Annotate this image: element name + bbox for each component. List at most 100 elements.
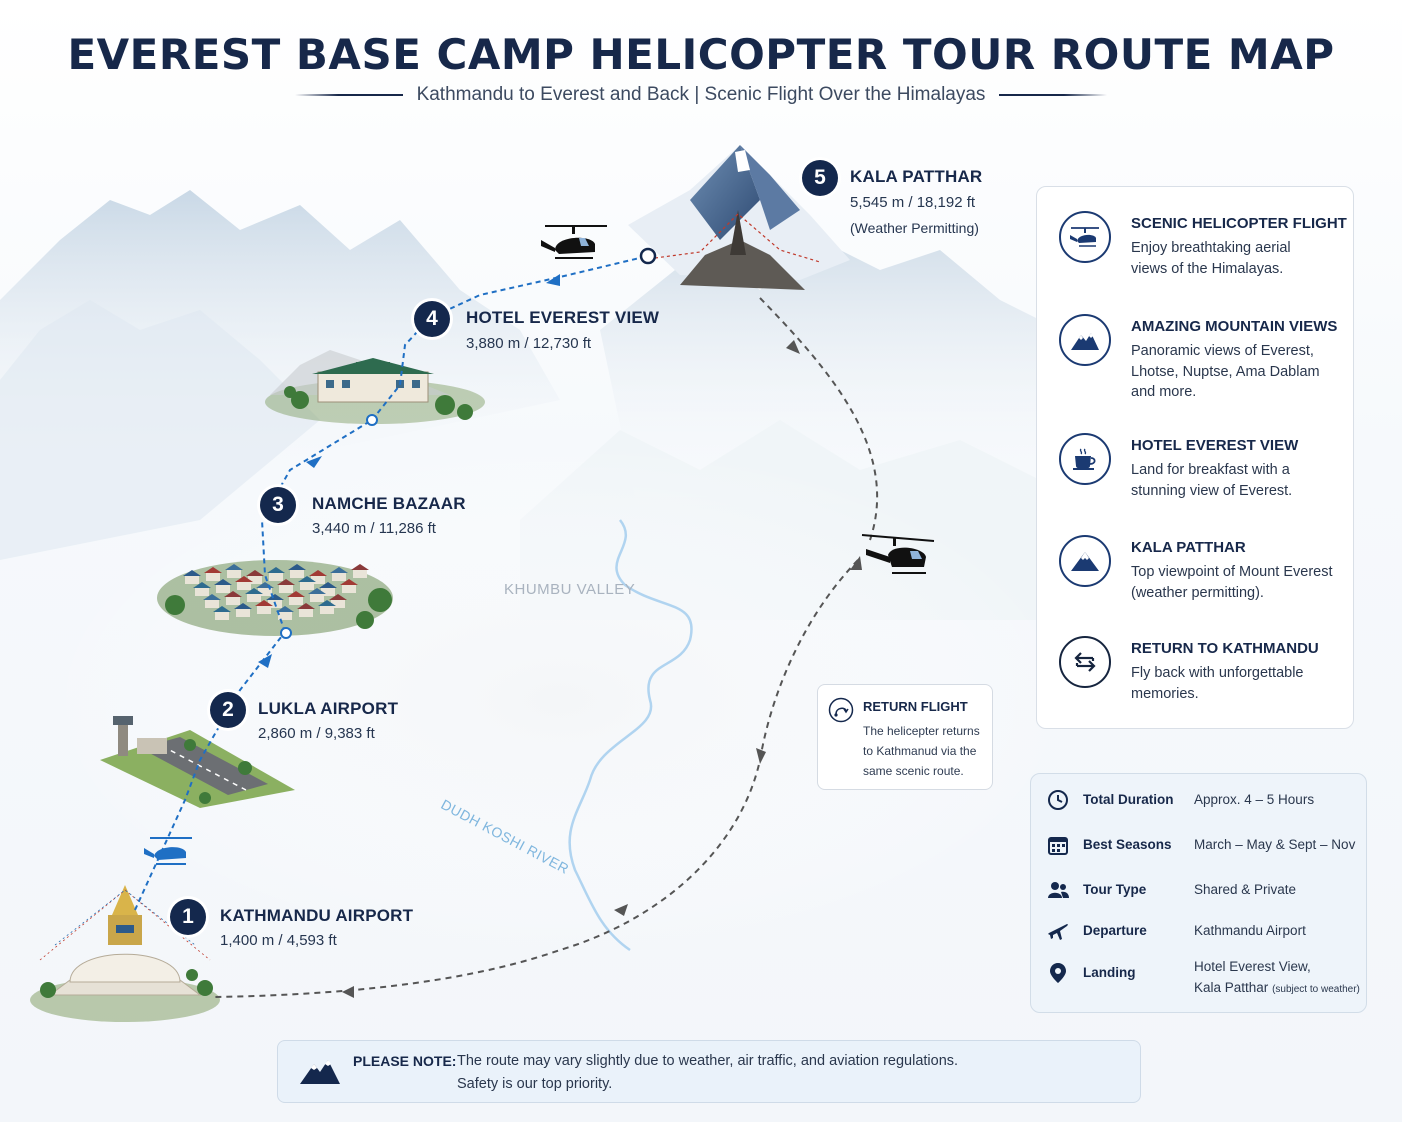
village-house-roof [214,579,232,585]
return-flight-line: to Kathmanud via the [863,744,977,758]
feature-line: Lhotse, Nuptse, Ama Dablam [1131,363,1320,380]
mountain-icon [300,1060,340,1084]
village-house [248,576,262,584]
info-value-landing-site: Kala Patthar [1194,980,1269,995]
village-house [226,597,240,605]
location-pin-icon [1050,963,1066,983]
village-house-roof [255,600,273,606]
village-house-roof [308,588,326,594]
village-house-roof [319,582,337,588]
village-house [342,585,356,593]
everest-peak-illustration [628,145,850,290]
info-value: Hotel Everest View, [1194,959,1311,974]
village-house-roof [277,579,295,585]
info-label: Landing [1083,965,1136,980]
waypoint-hotel [366,414,378,426]
people-icon [1048,882,1069,898]
feature-title: KALA PATTHAR [1131,539,1246,556]
village-house-roof [329,594,347,600]
village-house-roof [183,570,201,576]
mountain-icon [1059,314,1111,366]
page-subtitle: Kathmandu to Everest and Back | Scenic F… [416,84,986,105]
village-house [321,588,335,596]
background-mountains [0,190,1080,960]
return-flight-line: The helicepter returns [863,724,980,738]
village-house [278,612,292,620]
info-value: March – May & Sept – Nov [1194,837,1356,852]
feature-title: SCENIC HELICOPTER FLIGHT [1131,215,1347,232]
clock-icon [1048,790,1068,810]
village-house [269,573,283,581]
feature-line: Land for breakfast with a [1131,462,1290,478]
village-house [236,609,250,617]
please-note-bar: PLEASE NOTE: The route may vary slightly… [277,1040,1141,1103]
return-arrows-icon [1059,636,1111,688]
outbound-arrows [258,274,560,668]
waypoint-namche [280,627,292,639]
stop-4-badge: 4 [414,301,450,337]
feature-title: RETURN TO KATHMANDU [1131,640,1319,657]
feature-title: AMAZING MOUNTAIN VIEWS [1131,318,1338,335]
info-value-small-note: (subject to weather) [1272,984,1360,995]
stop-3-badge: 3 [260,487,296,523]
village-house-roof [225,564,243,570]
village-house [320,606,334,614]
return-flight-line: same scenic route. [863,764,964,778]
calendar-icon [1048,837,1068,855]
village-house-roof [203,594,221,600]
note-label: PLEASE NOTE: [353,1053,457,1069]
stop-5-note: (Weather Permitting) [850,220,979,236]
village-house-roof [288,564,306,570]
village-house [289,597,303,605]
village-house-roof [246,570,264,576]
return-route-icon [828,697,854,723]
feature-line: stunning view of Everest. [1131,482,1293,499]
village-house-roof [298,576,316,582]
info-row-tour-type: Tour Type Shared & Private [1047,879,1365,903]
namche-bazaar-illustration [157,560,393,636]
return-arrows [342,340,862,998]
feature-line: views of the Himalayas. [1131,260,1284,277]
village-house [331,600,345,608]
dudh-koshi-river [568,519,693,952]
return-flight-title: RETURN FLIGHT [863,699,968,714]
village-house-roof [287,591,305,597]
coffee-cup-icon [1059,433,1111,485]
stop-4-name: HOTEL EVEREST VIEW [466,308,660,327]
info-row-duration: Total Duration Approx. 4 – 5 Hours [1047,789,1365,813]
waypoint-kala-patthar [639,247,657,265]
return-flight-card: RETURN FLIGHT The helicepter returns to … [817,684,993,790]
stop-5-name: KALA PATTHAR [850,167,983,186]
stop-2-name: LUKLA AIRPORT [258,699,399,718]
info-row-landing: Landing Hotel Everest View, Kala Patthar… [1047,959,1365,995]
helicopter-icon [861,534,935,574]
feature-text: Panoramic views of Everest, Lhotse, Nupt… [1131,341,1353,403]
village-house-roof [193,582,211,588]
feature-line: and more. [1131,384,1197,400]
village-house-roof [340,579,358,585]
info-value: Shared & Private [1194,882,1297,897]
tour-info-panel: Total Duration Approx. 4 – 5 Hours Best … [1030,773,1367,1013]
village-house-roof [276,606,294,612]
info-label: Total Duration [1083,792,1174,807]
boudhanath-stupa-illustration [30,885,220,1022]
village-house [258,588,272,596]
village-house [216,585,230,593]
stop-3-altitude: 3,440 m / 11,286 ft [312,520,436,537]
info-value: Approx. 4 – 5 Hours [1194,792,1315,807]
stop-5-altitude: 5,545 m / 18,192 ft [850,194,976,211]
village-house [185,576,199,584]
stop-4-altitude: 3,880 m / 12,730 ft [466,335,592,352]
stop-1-altitude: 1,400 m / 4,593 ft [220,932,337,949]
stop-2-altitude: 2,860 m / 9,383 ft [258,725,375,742]
village-house-roof [266,594,284,600]
subtitle-rule-left [294,94,403,96]
feature-text: Top viewpoint of Mount Everest (weather … [1131,562,1353,603]
feature-line: (weather permitting). [1131,584,1264,601]
village-house [195,588,209,596]
village-house-roof [235,576,253,582]
note-text-line1: The route may vary slightly due to weath… [457,1053,959,1069]
stop-1-name: KATHMANDU AIRPORT [220,906,414,925]
feature-text: Land for breakfast with a stunning view … [1131,460,1353,501]
